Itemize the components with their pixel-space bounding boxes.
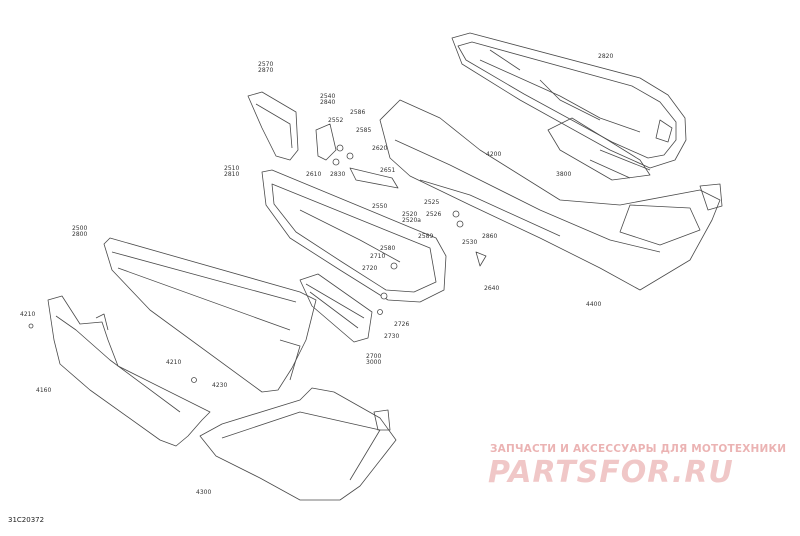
- hinge-bracket: [247, 91, 299, 161]
- upper-door-frame: [451, 32, 687, 169]
- callout-number: 2510: [224, 165, 240, 172]
- callout-number: 4400: [586, 301, 602, 308]
- callout-2525: 2525: [424, 200, 439, 206]
- callout-number: 4210: [166, 359, 182, 366]
- callout-2526: 2526: [426, 212, 441, 218]
- callout-number: 2585: [356, 127, 372, 134]
- callout-number: 2651: [380, 167, 396, 174]
- callout-number: 2640: [484, 285, 500, 292]
- callout-4210-left: 4210: [20, 312, 35, 318]
- callout-number: 2570: [258, 61, 274, 68]
- callout-number: 2540: [320, 93, 336, 100]
- callout-2550: 2550: [372, 204, 387, 210]
- callout-2586: 2586: [350, 110, 365, 116]
- callout-2580: 2580: [380, 246, 395, 252]
- callout-number: 3800: [556, 171, 572, 178]
- callout-2726: 2726: [394, 322, 409, 328]
- callout-2651: 2651: [380, 168, 395, 174]
- callout-number: 2720: [362, 265, 378, 272]
- callout-number: 2810: [224, 171, 240, 178]
- callout-number: 2586: [350, 109, 366, 116]
- callout-number: 3000: [366, 359, 382, 366]
- callout-2830: 2830: [330, 172, 345, 178]
- callout-number: 2820: [598, 53, 614, 60]
- callout-4160: 4160: [36, 388, 51, 394]
- callout-number: 4210: [20, 311, 36, 318]
- callout-number: 4200: [486, 151, 502, 158]
- watermark-logo: PARTSFOR.RU: [488, 455, 734, 490]
- callout-2585: 2585: [356, 128, 371, 134]
- latch-assembly: [315, 123, 399, 189]
- callout-2730: 2730: [384, 334, 399, 340]
- hardware-fasteners: [28, 144, 487, 383]
- callout-number: 2726: [394, 321, 410, 328]
- lower-center-panel: [199, 387, 397, 501]
- callout-2530: 2530: [462, 240, 477, 246]
- callout-number: 2520: [402, 211, 418, 218]
- callout-number: 2860: [482, 233, 498, 240]
- callout-2860: 2860: [482, 234, 497, 240]
- callout-number: 2800: [72, 231, 88, 238]
- figure-code: 31C20372: [8, 516, 45, 524]
- callout-number: 2530: [462, 239, 478, 246]
- callout-number: 2870: [258, 67, 274, 74]
- callout-4210-center: 4210: [166, 360, 181, 366]
- door-skin-panel: [103, 237, 317, 393]
- callout-number: 2500: [72, 225, 88, 232]
- door-pocket: [299, 273, 373, 343]
- callout-number: 2730: [384, 333, 400, 340]
- callout-4230: 4230: [212, 383, 227, 389]
- callout-2552: 2552: [328, 118, 343, 124]
- callout-number: 2520a: [402, 217, 421, 224]
- watermark-tagline: ЗАПЧАСТИ И АКСЕССУАРЫ ДЛЯ МОТОТЕХНИКИ: [490, 443, 787, 455]
- callout-2720: 2720: [362, 266, 377, 272]
- lower-door-panel: [379, 99, 723, 291]
- door-reinforcement-bar: [547, 117, 651, 181]
- callout-2589: 2589: [418, 234, 433, 240]
- callout-number: 2710: [370, 253, 386, 260]
- callout-4300: 4300: [196, 490, 211, 496]
- callout-2710: 2710: [370, 254, 385, 260]
- callout-2610: 2610: [306, 172, 321, 178]
- callout-number: 2589: [418, 233, 434, 240]
- callout-3800: 3800: [556, 172, 571, 178]
- callout-4400: 4400: [586, 302, 601, 308]
- callout-number: 4160: [36, 387, 52, 394]
- callout-number: 2580: [380, 245, 396, 252]
- callout-number: 2550: [372, 203, 388, 210]
- callout-2820: 2820: [598, 54, 613, 60]
- inner-door-frame: [261, 169, 447, 303]
- callout-2620: 2620: [372, 146, 387, 152]
- callout-number: 4300: [196, 489, 212, 496]
- callout-number: 2526: [426, 211, 442, 218]
- callout-number: 2552: [328, 117, 344, 124]
- callout-number: 2620: [372, 145, 388, 152]
- callout-2640: 2640: [484, 286, 499, 292]
- callout-4200: 4200: [486, 152, 501, 158]
- callout-number: 4230: [212, 382, 228, 389]
- callout-number: 2525: [424, 199, 440, 206]
- callout-number: 2610: [306, 171, 322, 178]
- callout-number: 2830: [330, 171, 346, 178]
- callout-number: 2840: [320, 99, 336, 106]
- callout-number: 2700: [366, 353, 382, 360]
- lower-left-panel: [47, 295, 211, 447]
